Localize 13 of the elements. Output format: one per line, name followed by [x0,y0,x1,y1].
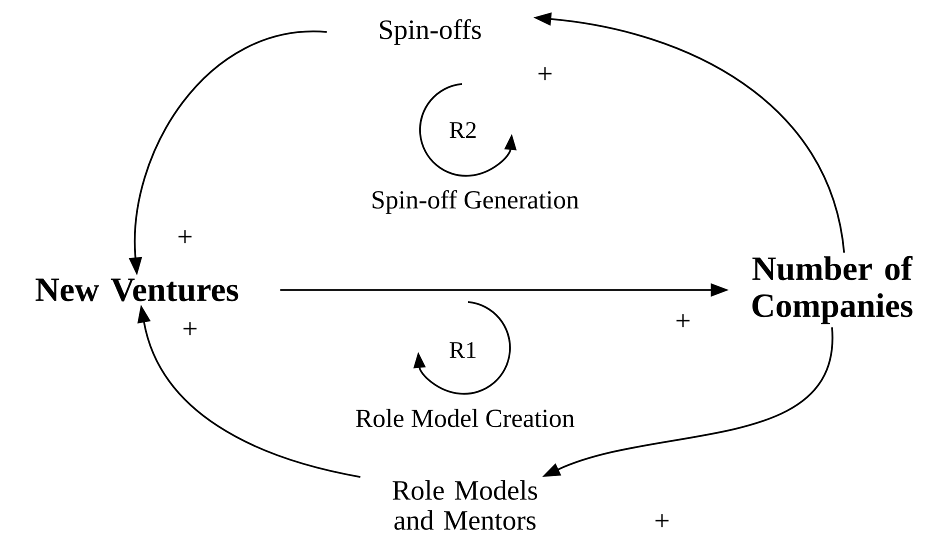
polarity-sign: + [178,230,192,244]
variable-name: Role Models and Mentors [392,480,538,530]
variable-name: New Ventures [36,278,238,302]
polarity-sign: + [184,322,197,336]
loop-name: Role Model Creation [356,408,574,428]
loop-name: Spin-off Generation [372,190,579,214]
loop-label: R1 [450,342,476,358]
polarity-sign: + [538,67,552,80]
variable-name: Spin-offs [380,19,481,45]
polarity-sign: + [676,314,690,328]
polarity-sign: + [656,514,669,528]
variable-name: Number of Companies [752,256,913,324]
loop-label: R2 [450,122,476,138]
